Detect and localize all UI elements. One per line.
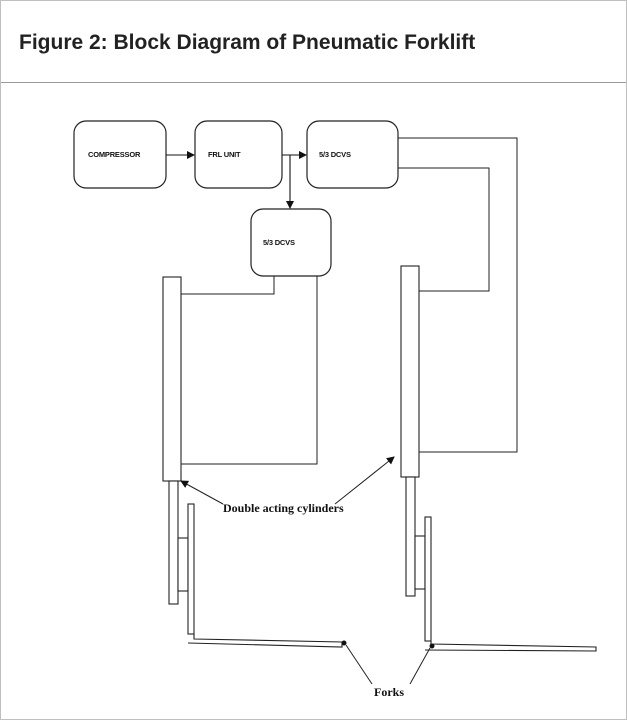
frl-unit-block: FRL UNIT (194, 120, 283, 189)
left-piston-rod (168, 480, 179, 605)
left-fork-mast (187, 503, 195, 635)
callout-leaders (180, 456, 431, 685)
forks-leader-right (409, 647, 431, 685)
flow-arrows (166, 151, 307, 209)
frl-unit-label: FRL UNIT (208, 150, 241, 159)
valve-center-label: 5/3 DCVS (263, 238, 295, 247)
left-cylinder-assembly (162, 276, 347, 648)
right-fork-mast (424, 516, 432, 642)
figure-title: Figure 2: Block Diagram of Pneumatic For… (19, 31, 476, 54)
cylinders-leader-left (180, 480, 224, 505)
right-fork-carriage (414, 535, 426, 590)
valve-center-block: 5/3 DCVS (250, 208, 332, 277)
right-cylinder-assembly (400, 265, 597, 652)
right-fork (424, 641, 597, 652)
left-fork-carriage (177, 537, 189, 592)
compressor-label: COMPRESSOR (88, 150, 141, 159)
forks-leader-left (345, 644, 373, 685)
air-line-center-right (181, 276, 318, 465)
compressor-block: COMPRESSOR (73, 120, 167, 189)
left-fork (187, 634, 343, 648)
figure-header: Figure 2: Block Diagram of Pneumatic For… (1, 1, 626, 83)
right-piston-rod (405, 476, 416, 597)
air-line-right-upper (398, 137, 518, 453)
forks-callout: Forks (374, 685, 404, 699)
air-lines (181, 137, 518, 465)
valve-right-label: 5/3 DCVS (319, 150, 351, 159)
right-cylinder (400, 265, 420, 478)
cylinders-callout: Double acting cylinders (223, 501, 344, 515)
block-diagram: COMPRESSOR FRL UNIT 5/3 DCVS 5/3 DCVS (73, 120, 597, 699)
air-line-center-left (181, 276, 275, 295)
cylinders-leader-right (334, 456, 395, 505)
left-cylinder (162, 276, 182, 482)
valve-right-block: 5/3 DCVS (306, 120, 399, 189)
air-line-right-lower (398, 167, 490, 292)
